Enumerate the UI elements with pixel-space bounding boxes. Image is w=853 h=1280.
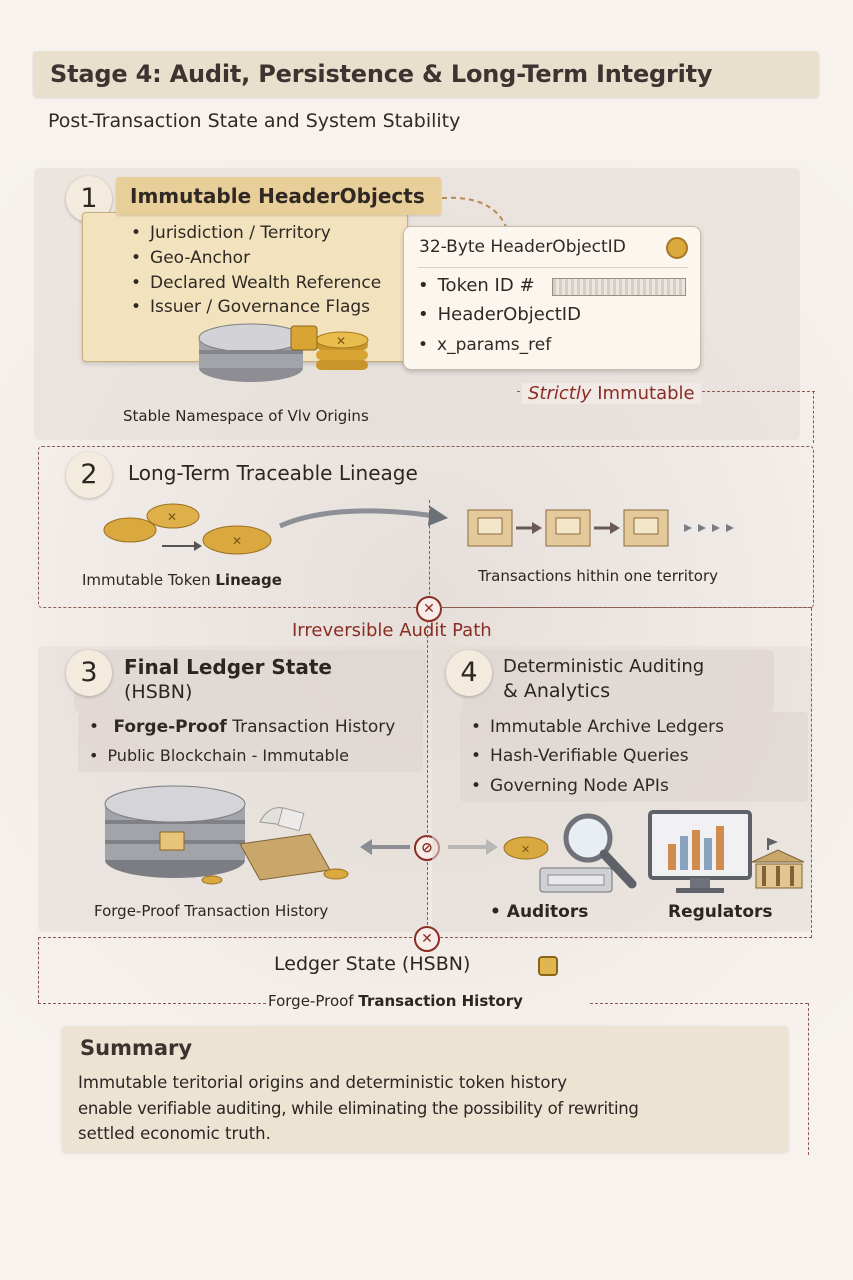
audit-dashed-line <box>440 607 812 608</box>
connector-curve <box>441 196 509 233</box>
id-item-token-id: Token ID # <box>418 275 535 296</box>
svg-text:✕: ✕ <box>336 334 346 348</box>
header-bullet-3: Declared Wealth Reference <box>131 273 381 293</box>
section-1-heading: Immutable HeaderObjects <box>130 184 425 208</box>
center-dashed-divider-top <box>427 620 428 838</box>
section-4-heading-2: & Analytics <box>503 680 611 702</box>
section-3-heading-1: Final Ledger State <box>124 655 332 679</box>
auditing-illustration: ✕ <box>503 810 805 893</box>
summary-dashed-vert <box>808 1003 809 1155</box>
id-box-divider <box>418 267 688 268</box>
lineage-arrow <box>278 508 436 529</box>
svg-text:✕: ✕ <box>521 843 530 856</box>
summary-line-2: enable verifiable auditing, while elimin… <box>78 1099 639 1118</box>
id-item-header-object-id: HeaderObjectID <box>418 304 581 325</box>
auditors-text: Auditors <box>506 902 589 922</box>
summary-line-1: Immutable teritorial origins and determi… <box>78 1073 568 1092</box>
id-item-x-params-ref: x_params_ref <box>418 335 551 355</box>
section-4-bullet-1: Immutable Archive Ledgers <box>471 717 724 737</box>
block-icon-1 <box>467 509 513 547</box>
section-3-heading-2: (HSBN) <box>124 681 193 703</box>
immutable-dashed-drop <box>813 391 814 443</box>
ledger-archive-illustration <box>104 785 349 885</box>
section-2-divider <box>429 500 430 600</box>
archive-box-icon <box>201 807 349 885</box>
page-subtitle: Post-Transaction State and System Stabil… <box>48 110 461 132</box>
svg-text:✕: ✕ <box>167 510 177 524</box>
ledger-dashed-bottom-right <box>590 1003 808 1004</box>
coin-stack-icon: ✕ <box>315 331 369 370</box>
lineage-caption-a: Immutable Token <box>82 571 211 589</box>
section-3-bullet-2: Public Blockchain - Immutable <box>89 746 349 765</box>
center-dashed-divider-bottom <box>427 862 428 930</box>
lineage-caption-b: Lineage <box>215 571 282 589</box>
ledger-dashed-vert-left <box>38 937 39 1003</box>
forge-proof-footer-a: Forge-Proof <box>268 992 354 1010</box>
summary-heading: Summary <box>80 1036 193 1060</box>
block-icon-2 <box>545 509 591 547</box>
header-bullet-4: Issuer / Governance Flags <box>131 297 370 317</box>
ledger-dashed-bottom-left <box>38 1003 266 1004</box>
section-2-right-caption: Transactions hithin one territory <box>478 567 719 585</box>
auditors-label: • Auditors <box>490 902 589 922</box>
government-building-icon <box>751 838 805 889</box>
coin-icon: ✕ <box>503 836 549 860</box>
ledger-state-label: Ledger State (HSBN) <box>274 953 471 975</box>
forge-proof-footer-b: Transaction History <box>358 992 523 1010</box>
database-coins-illustration: ✕ <box>198 323 369 382</box>
page-title: Stage 4: Audit, Persistence & Long-Term … <box>50 60 713 88</box>
audit-path-label: Irreversible Audit Path <box>292 620 492 641</box>
header-object-id-box: 32-Byte HeaderObjectID Token ID # Header… <box>403 226 701 370</box>
database-icon <box>198 323 304 382</box>
summary-line-3: settled economic truth. <box>78 1124 271 1143</box>
title-bar: Stage 4: Audit, Persistence & Long-Term … <box>33 51 819 97</box>
section-3-heading-box <box>74 650 426 712</box>
coins-icon: ✕ ✕ <box>103 503 272 555</box>
section-4-heading-1: Deterministic Auditing <box>503 656 705 677</box>
block-icon-3 <box>623 509 669 547</box>
summary-card <box>62 1026 788 1152</box>
strictly-immutable-label: Strictly Immutable <box>522 383 701 404</box>
header-objects-heading-box: Immutable HeaderObjects <box>116 177 441 215</box>
dotted-continuation-arrows <box>684 524 734 532</box>
section-2-heading: Long-Term Traceable Lineage <box>128 461 418 485</box>
ledger-dashed-left <box>38 937 412 938</box>
forge-proof-footer: Forge-Proof Transaction History <box>268 992 523 1010</box>
section-3-number: 3 <box>66 650 112 696</box>
section-3-bullet-1: Forge-Proof Transaction History <box>89 717 395 737</box>
ledger-dashed-right <box>440 937 812 938</box>
transaction-chain-illustration <box>467 509 734 547</box>
id-box-title: 32-Byte HeaderObjectID <box>419 237 626 257</box>
forge-proof-rest: Transaction History <box>232 717 396 737</box>
right-dashed-vert <box>811 608 812 938</box>
token-id-barcode <box>552 278 686 296</box>
magnifier-icon <box>563 813 637 889</box>
audit-block-icon: ✕ <box>416 596 442 622</box>
section-2-left-caption: Immutable Token Lineage <box>82 571 282 589</box>
section-4-heading-box <box>462 650 774 712</box>
section-4-number: 4 <box>446 650 492 696</box>
section-4-bullet-3: Governing Node APIs <box>471 776 669 796</box>
section-2-number: 2 <box>66 452 112 498</box>
section-3-caption: Forge-Proof Transaction History <box>94 902 329 920</box>
coin-badge-icon <box>666 237 688 259</box>
ledger-chip-icon <box>538 956 558 976</box>
regulators-label: Regulators <box>668 902 773 922</box>
forge-proof-bold: Forge-Proof <box>113 717 227 737</box>
section-4-bullet-2: Hash-Verifiable Queries <box>471 746 689 766</box>
header-bullet-1: Jurisdiction / Territory <box>131 223 331 243</box>
ledger-block-icon: ✕ <box>414 926 440 952</box>
device-icon <box>539 867 613 893</box>
chip-icon <box>290 325 318 351</box>
immutable-label: Immutable <box>597 383 695 404</box>
ledger-database-icon <box>104 785 246 878</box>
svg-text:✕: ✕ <box>232 534 242 548</box>
token-lineage-illustration: ✕ ✕ <box>103 503 448 555</box>
section-1-caption: Stable Namespace of Vlv Origins <box>123 407 369 425</box>
header-bullet-2: Geo-Anchor <box>131 248 250 268</box>
monitor-chart-icon <box>648 810 752 893</box>
strictly-label: Strictly <box>528 383 592 404</box>
